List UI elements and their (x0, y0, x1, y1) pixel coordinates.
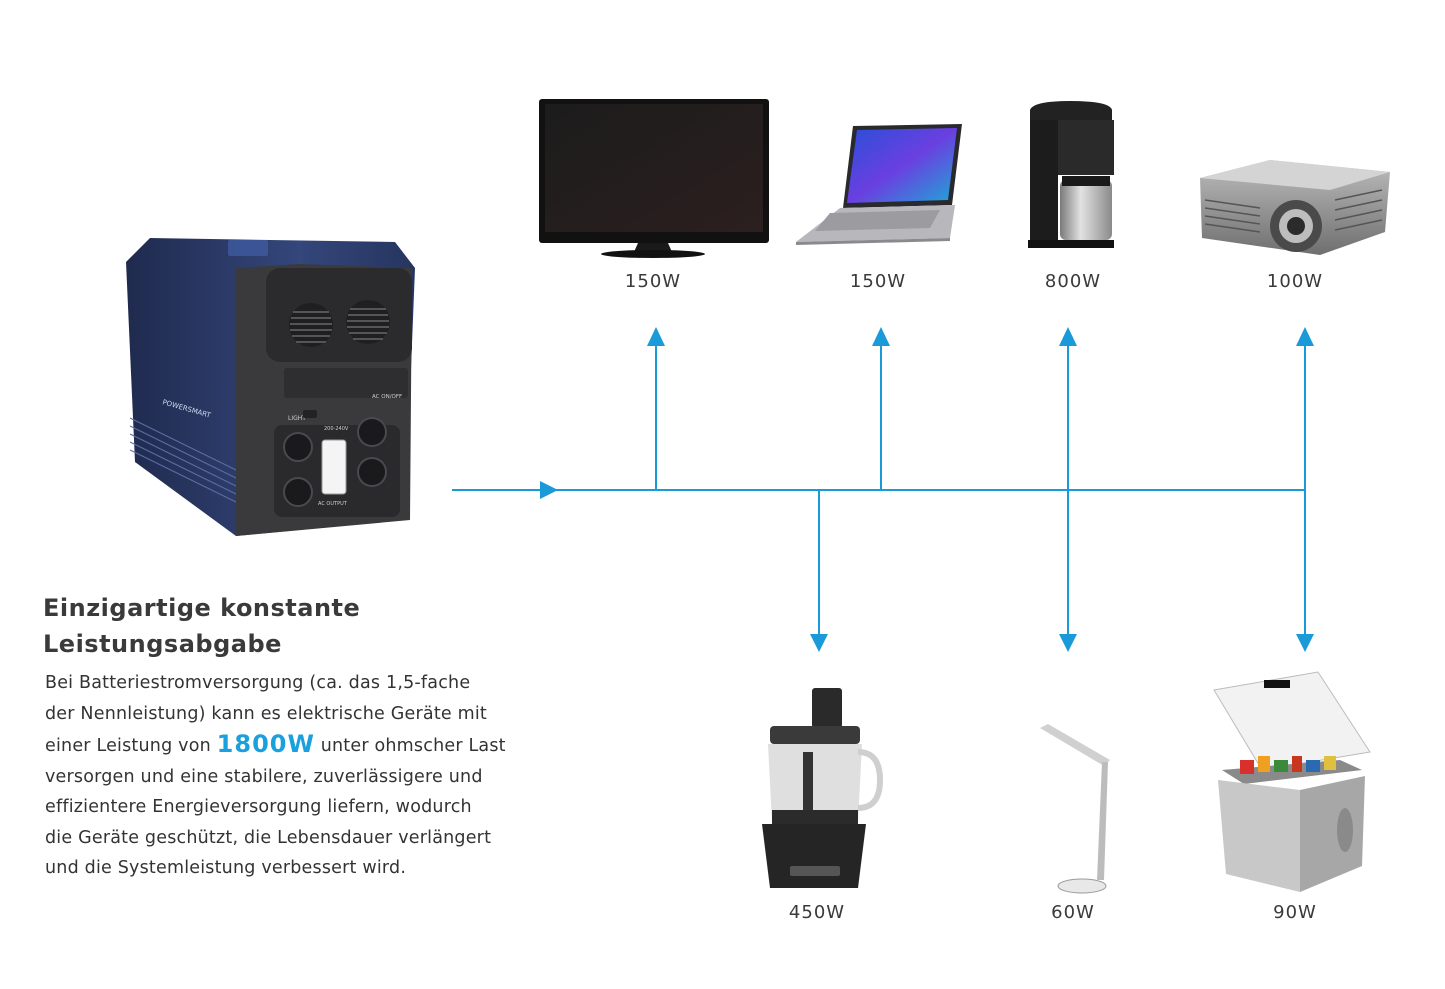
watt-label-tv: 150W (624, 271, 682, 292)
watt-label-cooler-box: 90W (1273, 902, 1317, 923)
arrowheads (540, 327, 1314, 652)
para-line-4: versorgen und eine stabilere, zuverlässi… (45, 766, 483, 787)
heading-line-1: Einzigartige konstante (43, 594, 361, 622)
arrow-up-projector-icon (1296, 327, 1314, 346)
description-paragraph: Bei Batteriestromversorgung (ca. das 1,5… (45, 668, 565, 884)
tv-image (539, 99, 769, 258)
arrow-down-food-processor-icon (810, 634, 828, 652)
food-processor-image (762, 688, 884, 888)
arrow-up-coffee-icon (1059, 327, 1077, 346)
station-label-light: LIGHT (288, 415, 306, 422)
station-label-ac-output: AC OUTPUT (318, 501, 348, 507)
desk-lamp-image (1040, 724, 1110, 894)
arrow-up-laptop-icon (872, 327, 890, 346)
watt-label-food-processor: 450W (788, 902, 846, 923)
heading-line-2: Leistungsabgabe (43, 630, 282, 658)
section-heading: Einzigartige konstante Leistungsabgabe (43, 590, 360, 662)
power-station-image: POWERSMART LIGHT AC ON/OFF (126, 238, 415, 536)
para-line-5: effizientere Energieversorgung liefern, … (45, 797, 472, 817)
watt-label-projector: 100W (1266, 271, 1324, 292)
para-line-2: der Nennleistung) kann es elektrische Ge… (45, 703, 487, 724)
fan-vent-right (346, 300, 390, 344)
arrow-up-tv-icon (647, 327, 665, 346)
station-label-ac-switch: AC ON/OFF (372, 394, 402, 400)
connector-lines (452, 340, 1306, 640)
arrow-down-lamp-icon (1059, 634, 1077, 652)
coffee-maker-image (1028, 101, 1114, 248)
laptop-image (796, 124, 962, 245)
para-line-3-end: unter ohmscher Last (314, 736, 506, 756)
power-highlight: 1800W (216, 730, 315, 758)
para-line-1: Bei Batteriestromversorgung (ca. das 1,5… (45, 673, 471, 693)
projector-image (1200, 160, 1390, 255)
main-arrow-icon (540, 481, 558, 499)
para-line-3-start: einer Leistung von (45, 736, 217, 756)
cooler-contents (1240, 756, 1336, 774)
watt-label-desk-lamp: 60W (1051, 902, 1095, 923)
watt-label-coffee-maker: 800W (1044, 271, 1102, 292)
station-label-voltage: 200-240V (324, 426, 349, 432)
para-line-7: und die Systemleistung verbessert wird. (45, 858, 407, 878)
watt-label-laptop: 150W (849, 271, 907, 292)
cooler-box-image (1213, 671, 1371, 892)
arrow-down-cooler-icon (1296, 634, 1314, 652)
fan-vent-left (289, 303, 333, 347)
para-line-6: die Geräte geschützt, die Lebensdauer ve… (45, 827, 492, 848)
